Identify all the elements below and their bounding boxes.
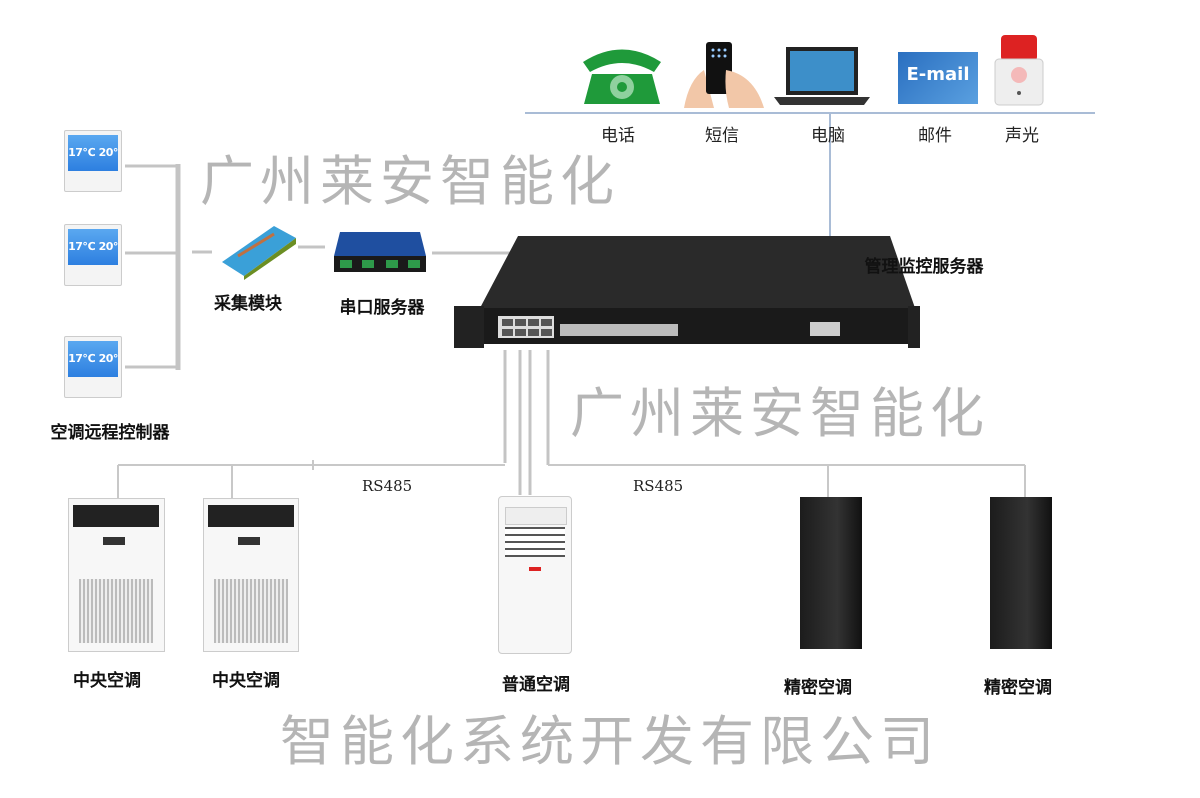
rs485-label-left: RS485 [362, 477, 413, 495]
rs485-label-right: RS485 [633, 477, 684, 495]
alert-label-alarm: 声光 [1005, 126, 1039, 146]
ac-label-central-1: 中央空调 [73, 671, 141, 691]
alert-label-phone: 电话 [601, 126, 635, 146]
server-label: 管理监控服务器 [864, 257, 984, 277]
precision-ac-unit [990, 497, 1052, 649]
alert-label-computer: 电脑 [811, 126, 845, 146]
alarm-light-icon [994, 35, 1044, 106]
thermostat: 17℃ 20° [64, 130, 122, 192]
email-icon: E-mail [898, 52, 978, 104]
server-icon [454, 236, 920, 348]
standard-ac-unit [498, 496, 572, 654]
ac-label-precision-2: 精密空调 [984, 678, 1052, 698]
watermark-top: 广州莱安智能化 [200, 150, 620, 213]
alert-label-sms: 短信 [705, 126, 739, 146]
laptop-icon [774, 47, 870, 105]
serial-server-icon [334, 232, 426, 272]
ac-label-standard: 普通空调 [502, 675, 570, 695]
alert-label-email: 邮件 [918, 126, 952, 146]
thermostat-screen: 17℃ 20° [68, 341, 118, 377]
watermark-bottom: 智能化系统开发有限公司 [280, 710, 940, 773]
controllers-label: 空调远程控制器 [50, 423, 170, 443]
ac-label-precision-1: 精密空调 [784, 678, 852, 698]
precision-ac-unit [800, 497, 862, 649]
phone-icon [583, 49, 661, 104]
thermostat-screen: 17℃ 20° [68, 229, 118, 265]
ac-label-central-2: 中央空调 [212, 671, 280, 691]
watermark-middle: 广州莱安智能化 [570, 382, 990, 445]
thermostat-screen: 17℃ 20° [68, 135, 118, 171]
central-ac-unit [68, 498, 165, 652]
acquisition-module-icon [222, 226, 296, 280]
sms-icon [684, 42, 764, 108]
module-label: 采集模块 [214, 294, 282, 314]
serial-server-label: 串口服务器 [339, 298, 425, 318]
central-ac-unit [203, 498, 299, 652]
thermostat: 17℃ 20° [64, 224, 122, 286]
thermostat: 17℃ 20° [64, 336, 122, 398]
